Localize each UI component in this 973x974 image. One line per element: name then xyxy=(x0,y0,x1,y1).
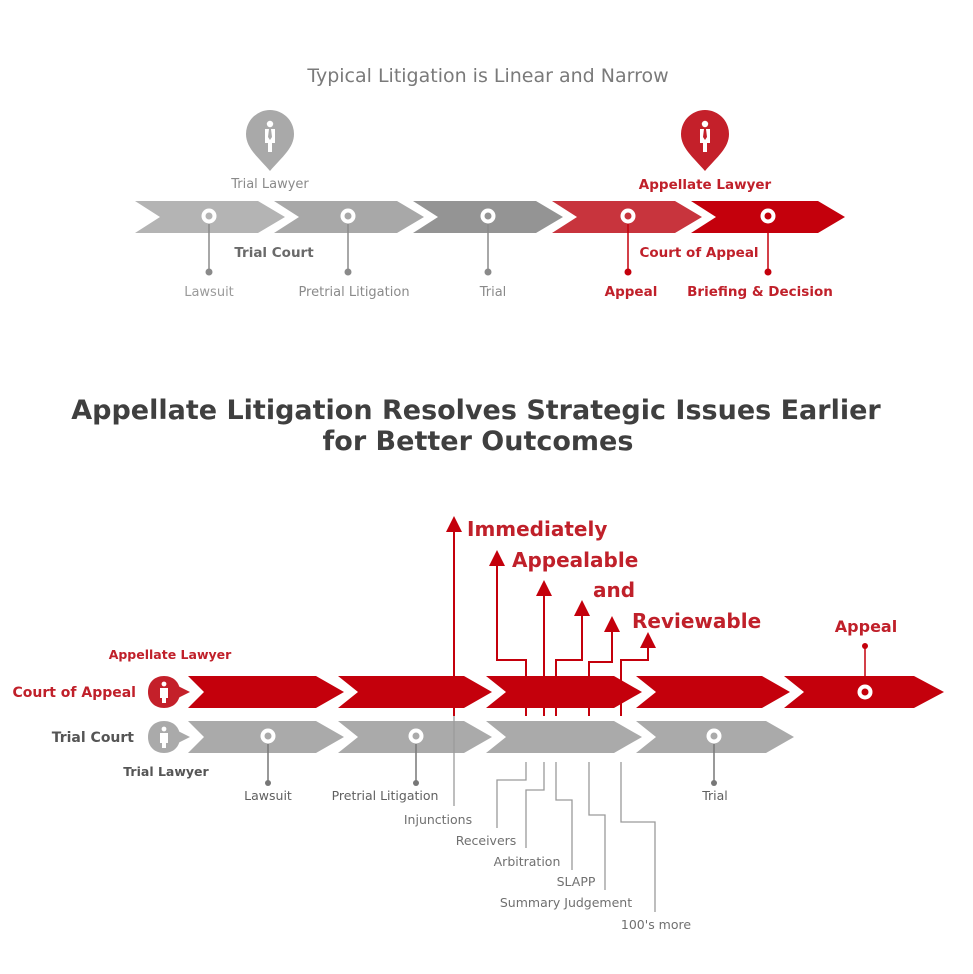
issue-connectors xyxy=(453,716,656,912)
issue-arbitration: Arbitration xyxy=(494,854,561,869)
bottom-appellate-lawyer-label: Appellate Lawyer xyxy=(109,647,232,662)
top-stage-label-pretrial: Pretrial Litigation xyxy=(298,285,409,300)
top-node-pretrial xyxy=(340,208,356,276)
court-of-appeal-pin-icon xyxy=(148,676,190,708)
top-title: Typical Litigation is Linear and Narrow xyxy=(306,65,668,87)
top-stage-label-trial: Trial xyxy=(479,285,507,300)
bottom-title-line2: for Better Outcomes xyxy=(323,426,634,457)
trial-row-chevron-3 xyxy=(486,721,642,753)
top-stage-label-lawsuit: Lawsuit xyxy=(184,285,234,300)
bottom-diagram: Appellate Litigation Resolves Strategic … xyxy=(12,395,944,932)
bottom-stage-label-lawsuit: Lawsuit xyxy=(244,788,292,803)
trial-lawyer-pin-icon xyxy=(246,110,294,171)
top-node-briefing xyxy=(760,208,776,276)
top-stage-label-briefing: Briefing & Decision xyxy=(687,284,833,300)
bottom-appeal-label: Appeal xyxy=(835,617,897,636)
top-node-appeal xyxy=(620,208,636,276)
arrow-up-icon xyxy=(489,550,527,716)
top-trial-lawyer-label: Trial Lawyer xyxy=(230,177,309,192)
issue-summary-judgement: Summary Judgement xyxy=(500,895,632,910)
trial-court-pin-icon xyxy=(148,721,190,753)
issue-slapp: SLAPP xyxy=(557,874,596,889)
callout-immediately: Immediately xyxy=(467,517,607,541)
top-stage-label-appeal: Appeal xyxy=(605,284,658,300)
top-appellate-lawyer-label: Appellate Lawyer xyxy=(639,177,772,193)
bottom-node-lawsuit xyxy=(260,728,276,786)
top-node-trial xyxy=(480,208,496,276)
appeal-row-chevron-2 xyxy=(338,676,492,708)
arrow-up-icon xyxy=(588,616,620,716)
appellate-lawyer-pin-icon xyxy=(681,110,729,171)
bottom-node-pretrial xyxy=(408,728,424,786)
callout-and: and xyxy=(593,578,635,602)
bottom-node-trial xyxy=(706,728,722,786)
issue-receivers: Receivers xyxy=(456,833,517,848)
bottom-node-appeal xyxy=(857,643,873,700)
bottom-trial-court-label: Trial Court xyxy=(52,730,135,746)
arrow-up-icon xyxy=(555,600,590,716)
arrow-up-icon xyxy=(620,632,656,716)
top-court-of-appeal-label: Court of Appeal xyxy=(639,245,758,261)
bottom-court-of-appeal-label: Court of Appeal xyxy=(12,685,136,701)
appeal-row-chevron-1 xyxy=(188,676,344,708)
bottom-stage-label-pretrial: Pretrial Litigation xyxy=(332,788,439,803)
issue-injunctions: Injunctions xyxy=(404,812,472,827)
bottom-stage-label-trial: Trial xyxy=(701,788,728,803)
appeal-row-chevron-3 xyxy=(486,676,642,708)
callout-reviewable: Reviewable xyxy=(632,609,761,633)
bottom-title-line1: Appellate Litigation Resolves Strategic … xyxy=(71,395,881,426)
issue-100s-more: 100's more xyxy=(621,917,691,932)
callout-appealable: Appealable xyxy=(512,548,638,572)
top-node-lawsuit xyxy=(201,208,217,276)
appealable-arrows xyxy=(446,516,656,716)
appeal-row-chevron-4 xyxy=(636,676,790,708)
top-trial-court-label: Trial Court xyxy=(234,245,314,261)
top-diagram: Typical Litigation is Linear and Narrow xyxy=(135,65,845,300)
bottom-trial-lawyer-label: Trial Lawyer xyxy=(123,764,209,779)
